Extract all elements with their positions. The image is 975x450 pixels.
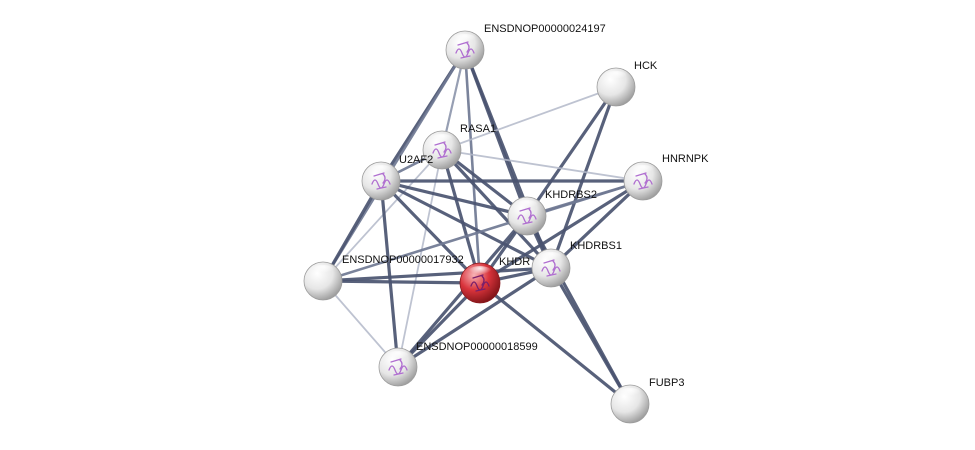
edge-khdr-fubp3	[478, 281, 632, 406]
node-highlight	[604, 70, 628, 83]
edge-khdr-ensdnop00000017932	[321, 279, 482, 285]
node-highlight	[453, 33, 477, 46]
node-highlight	[539, 251, 563, 264]
node-label: ENSDNOP00000024197	[484, 23, 606, 35]
node-highlight	[430, 133, 454, 146]
edge-rasa1-hnrnpk	[441, 149, 644, 182]
node-label: KHDRBS2	[545, 189, 597, 201]
node-hnrnpk[interactable]: HNRNPK	[623, 153, 709, 201]
node-hck[interactable]: HCK	[596, 60, 658, 107]
edge-u2af2-khdrbs2	[379, 179, 529, 218]
edge-u2af2-ensdnop00000018599	[379, 179, 400, 369]
edge-hck-khdrbs2	[525, 85, 618, 218]
node-highlight	[386, 350, 410, 363]
node-highlight	[618, 387, 642, 400]
edge-hnrnpk-ensdnop00000017932	[321, 179, 645, 283]
node-fubp3[interactable]: FUBP3	[610, 377, 684, 424]
node-label: KHDR	[499, 256, 530, 268]
node-u2af2[interactable]: U2AF2	[361, 154, 433, 201]
node-khdrbs1[interactable]: KHDRBS1	[531, 240, 622, 288]
edge-u2af2-khdrbs1	[379, 179, 553, 270]
node-label: FUBP3	[649, 377, 684, 389]
edge-ensdnop00000024197-khdr	[463, 48, 482, 285]
edge-hnrnpk-khdrbs1	[549, 179, 645, 270]
node-khdrbs2[interactable]: KHDRBS2	[507, 189, 597, 236]
node-highlight	[369, 164, 393, 177]
node-label: HNRNPK	[662, 153, 709, 165]
node-ensdnop00000018599[interactable]: ENSDNOP00000018599	[378, 341, 538, 387]
edge-rasa1-ensdnop00000018599	[397, 149, 443, 368]
edge-rasa1-khdr	[440, 148, 482, 285]
node-rasa1[interactable]: RASA1	[422, 123, 496, 170]
node-highlight	[631, 164, 655, 177]
node-label: ENSDNOP00000018599	[416, 341, 538, 353]
edge-rasa1-ensdnop00000017932	[322, 149, 443, 282]
edge-khdrbs1-ensdnop00000018599	[396, 266, 553, 369]
node-label: U2AF2	[399, 154, 433, 166]
edge-hck-rasa1	[441, 86, 617, 151]
node-khdr[interactable]: KHDR	[459, 256, 530, 304]
node-highlight	[515, 199, 539, 212]
node-highlight	[311, 264, 335, 277]
edge-khdrbs1-fubp3	[549, 266, 632, 406]
node-ensdnop00000024197[interactable]: ENSDNOP00000024197	[445, 23, 606, 70]
node-label: RASA1	[460, 123, 496, 135]
node-label: HCK	[634, 60, 658, 72]
edge-khdrbs1-ensdnop00000017932	[321, 266, 553, 283]
node-label: KHDRBS1	[570, 240, 622, 252]
node-label: ENSDNOP00000017932	[342, 254, 464, 266]
edge-hnrnpk-khdr	[478, 179, 645, 285]
node-ensdnop00000017932[interactable]: ENSDNOP00000017932	[303, 254, 464, 301]
edge-u2af2-khdr	[379, 179, 482, 285]
node-highlight	[468, 266, 492, 278]
edge-hck-khdrbs1	[549, 85, 618, 270]
